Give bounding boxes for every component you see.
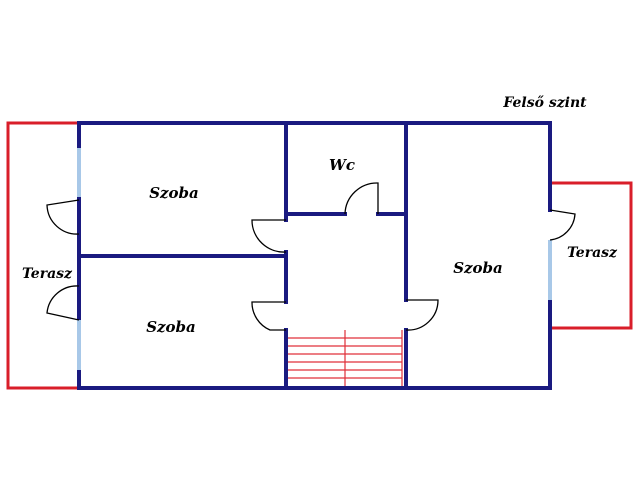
door-terrace-right bbox=[549, 209, 576, 241]
walls bbox=[77, 121, 552, 390]
staircase bbox=[285, 330, 403, 388]
doors bbox=[46, 182, 576, 331]
room-label-szoba-top-left: Szoba bbox=[149, 184, 199, 202]
room-label-wc: Wc bbox=[329, 156, 355, 174]
floor-title: Felső szint bbox=[502, 95, 587, 111]
room-label-terasz-left: Terasz bbox=[22, 266, 73, 282]
door-wc bbox=[344, 182, 379, 215]
windows bbox=[77, 148, 552, 370]
door-terrace-left-top bbox=[46, 199, 80, 235]
room-label-szoba-right: Szoba bbox=[453, 259, 503, 277]
room-label-szoba-bottom-left: Szoba bbox=[146, 318, 196, 336]
door-room-bottom-left bbox=[251, 301, 286, 331]
door-room-top-left bbox=[251, 219, 287, 253]
terrace-left-outline bbox=[6, 121, 79, 390]
door-terrace-left-bottom bbox=[46, 285, 80, 321]
terrace-outlines bbox=[6, 121, 633, 390]
room-label-terasz-right: Terasz bbox=[567, 245, 618, 261]
door-room-right bbox=[405, 299, 439, 331]
terrace-right-outline bbox=[550, 181, 633, 330]
